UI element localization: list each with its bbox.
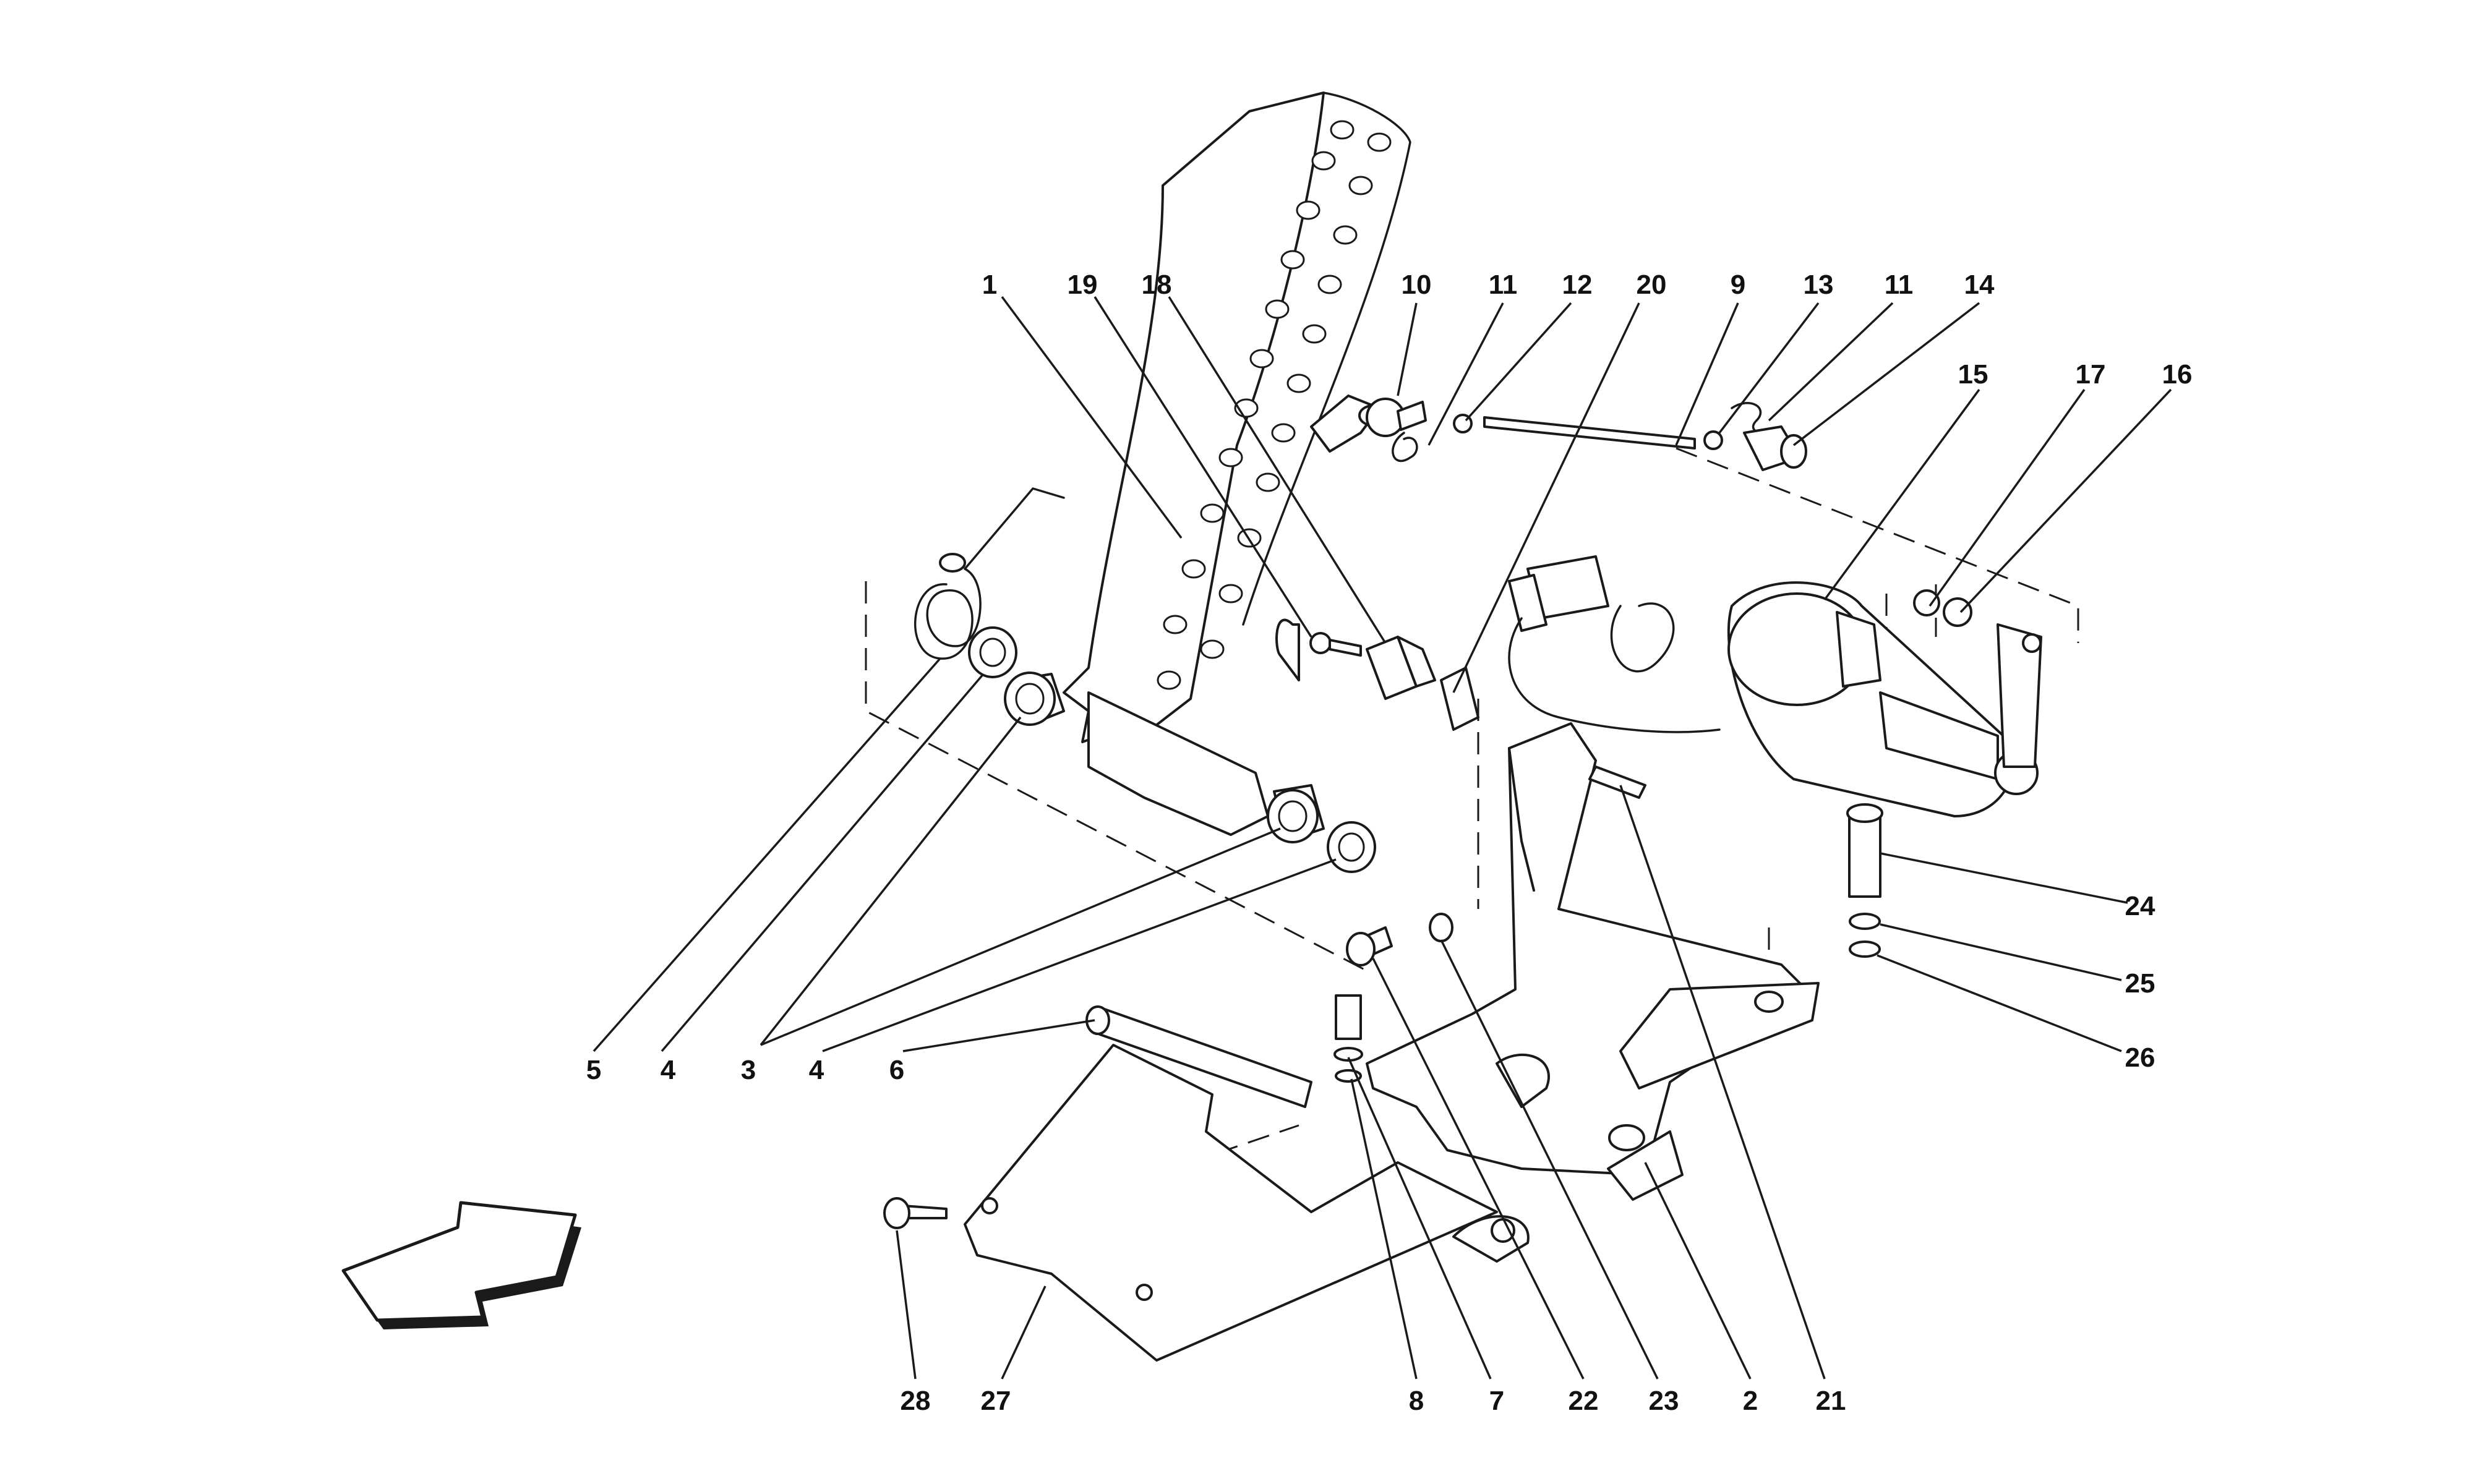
return-spring	[914, 487, 1065, 660]
callout-10: 10	[1402, 270, 1432, 300]
callout-20: 20	[1637, 270, 1667, 300]
callout-9: 9	[1731, 270, 1745, 300]
callout-3: 3	[741, 1055, 756, 1085]
link-rod-assembly	[1366, 398, 1807, 471]
callout-23: 23	[1649, 1386, 1679, 1416]
callout-19: 19	[1068, 270, 1098, 300]
callout-6: 6	[889, 1055, 904, 1085]
pivot-bushes-washers	[968, 626, 1376, 873]
callout-7: 7	[1489, 1386, 1504, 1416]
callout-24: 24	[2125, 891, 2155, 921]
callout-28: 28	[901, 1386, 931, 1416]
callout-25: 25	[2125, 968, 2155, 999]
callout-labels: 1 19 18 10 11 12 20 9 13 11 14 15 17 16 …	[586, 270, 2193, 1416]
heel-plate	[883, 1044, 1498, 1362]
callout-26: 26	[2125, 1043, 2155, 1073]
callout-16: 16	[2162, 359, 2193, 390]
callout-11-top-right: 11	[1885, 270, 1914, 300]
callout-5: 5	[586, 1055, 601, 1085]
direction-arrow-icon	[341, 1201, 581, 1329]
leader-lines	[593, 296, 2172, 1380]
callout-18: 18	[1142, 270, 1172, 300]
callout-27: 27	[981, 1386, 1011, 1416]
callout-12: 12	[1562, 270, 1593, 300]
callout-2: 2	[1743, 1386, 1758, 1416]
callout-15: 15	[1958, 359, 1988, 390]
pedal-mount-base	[1366, 722, 1820, 1263]
callout-13: 13	[1804, 270, 1834, 300]
pivot-pin	[1085, 1005, 1312, 1108]
callout-21: 21	[1816, 1386, 1846, 1416]
callout-8: 8	[1409, 1386, 1424, 1416]
callout-17: 17	[2076, 359, 2106, 390]
callout-4-left: 4	[661, 1055, 676, 1085]
callout-1: 1	[982, 270, 997, 300]
accelerator-pedal	[1063, 92, 1411, 836]
callout-22: 22	[1569, 1386, 1599, 1416]
sensor-bracket	[1309, 632, 1479, 731]
position-sensor-motor	[1727, 581, 2042, 817]
callout-14: 14	[1964, 270, 1995, 300]
pedal-holes	[1157, 120, 1392, 690]
callout-4-right: 4	[809, 1055, 824, 1085]
callout-11-top-left: 11	[1489, 270, 1518, 300]
sensor-connector-cable	[1508, 555, 1721, 733]
fasteners	[1333, 765, 1883, 1083]
